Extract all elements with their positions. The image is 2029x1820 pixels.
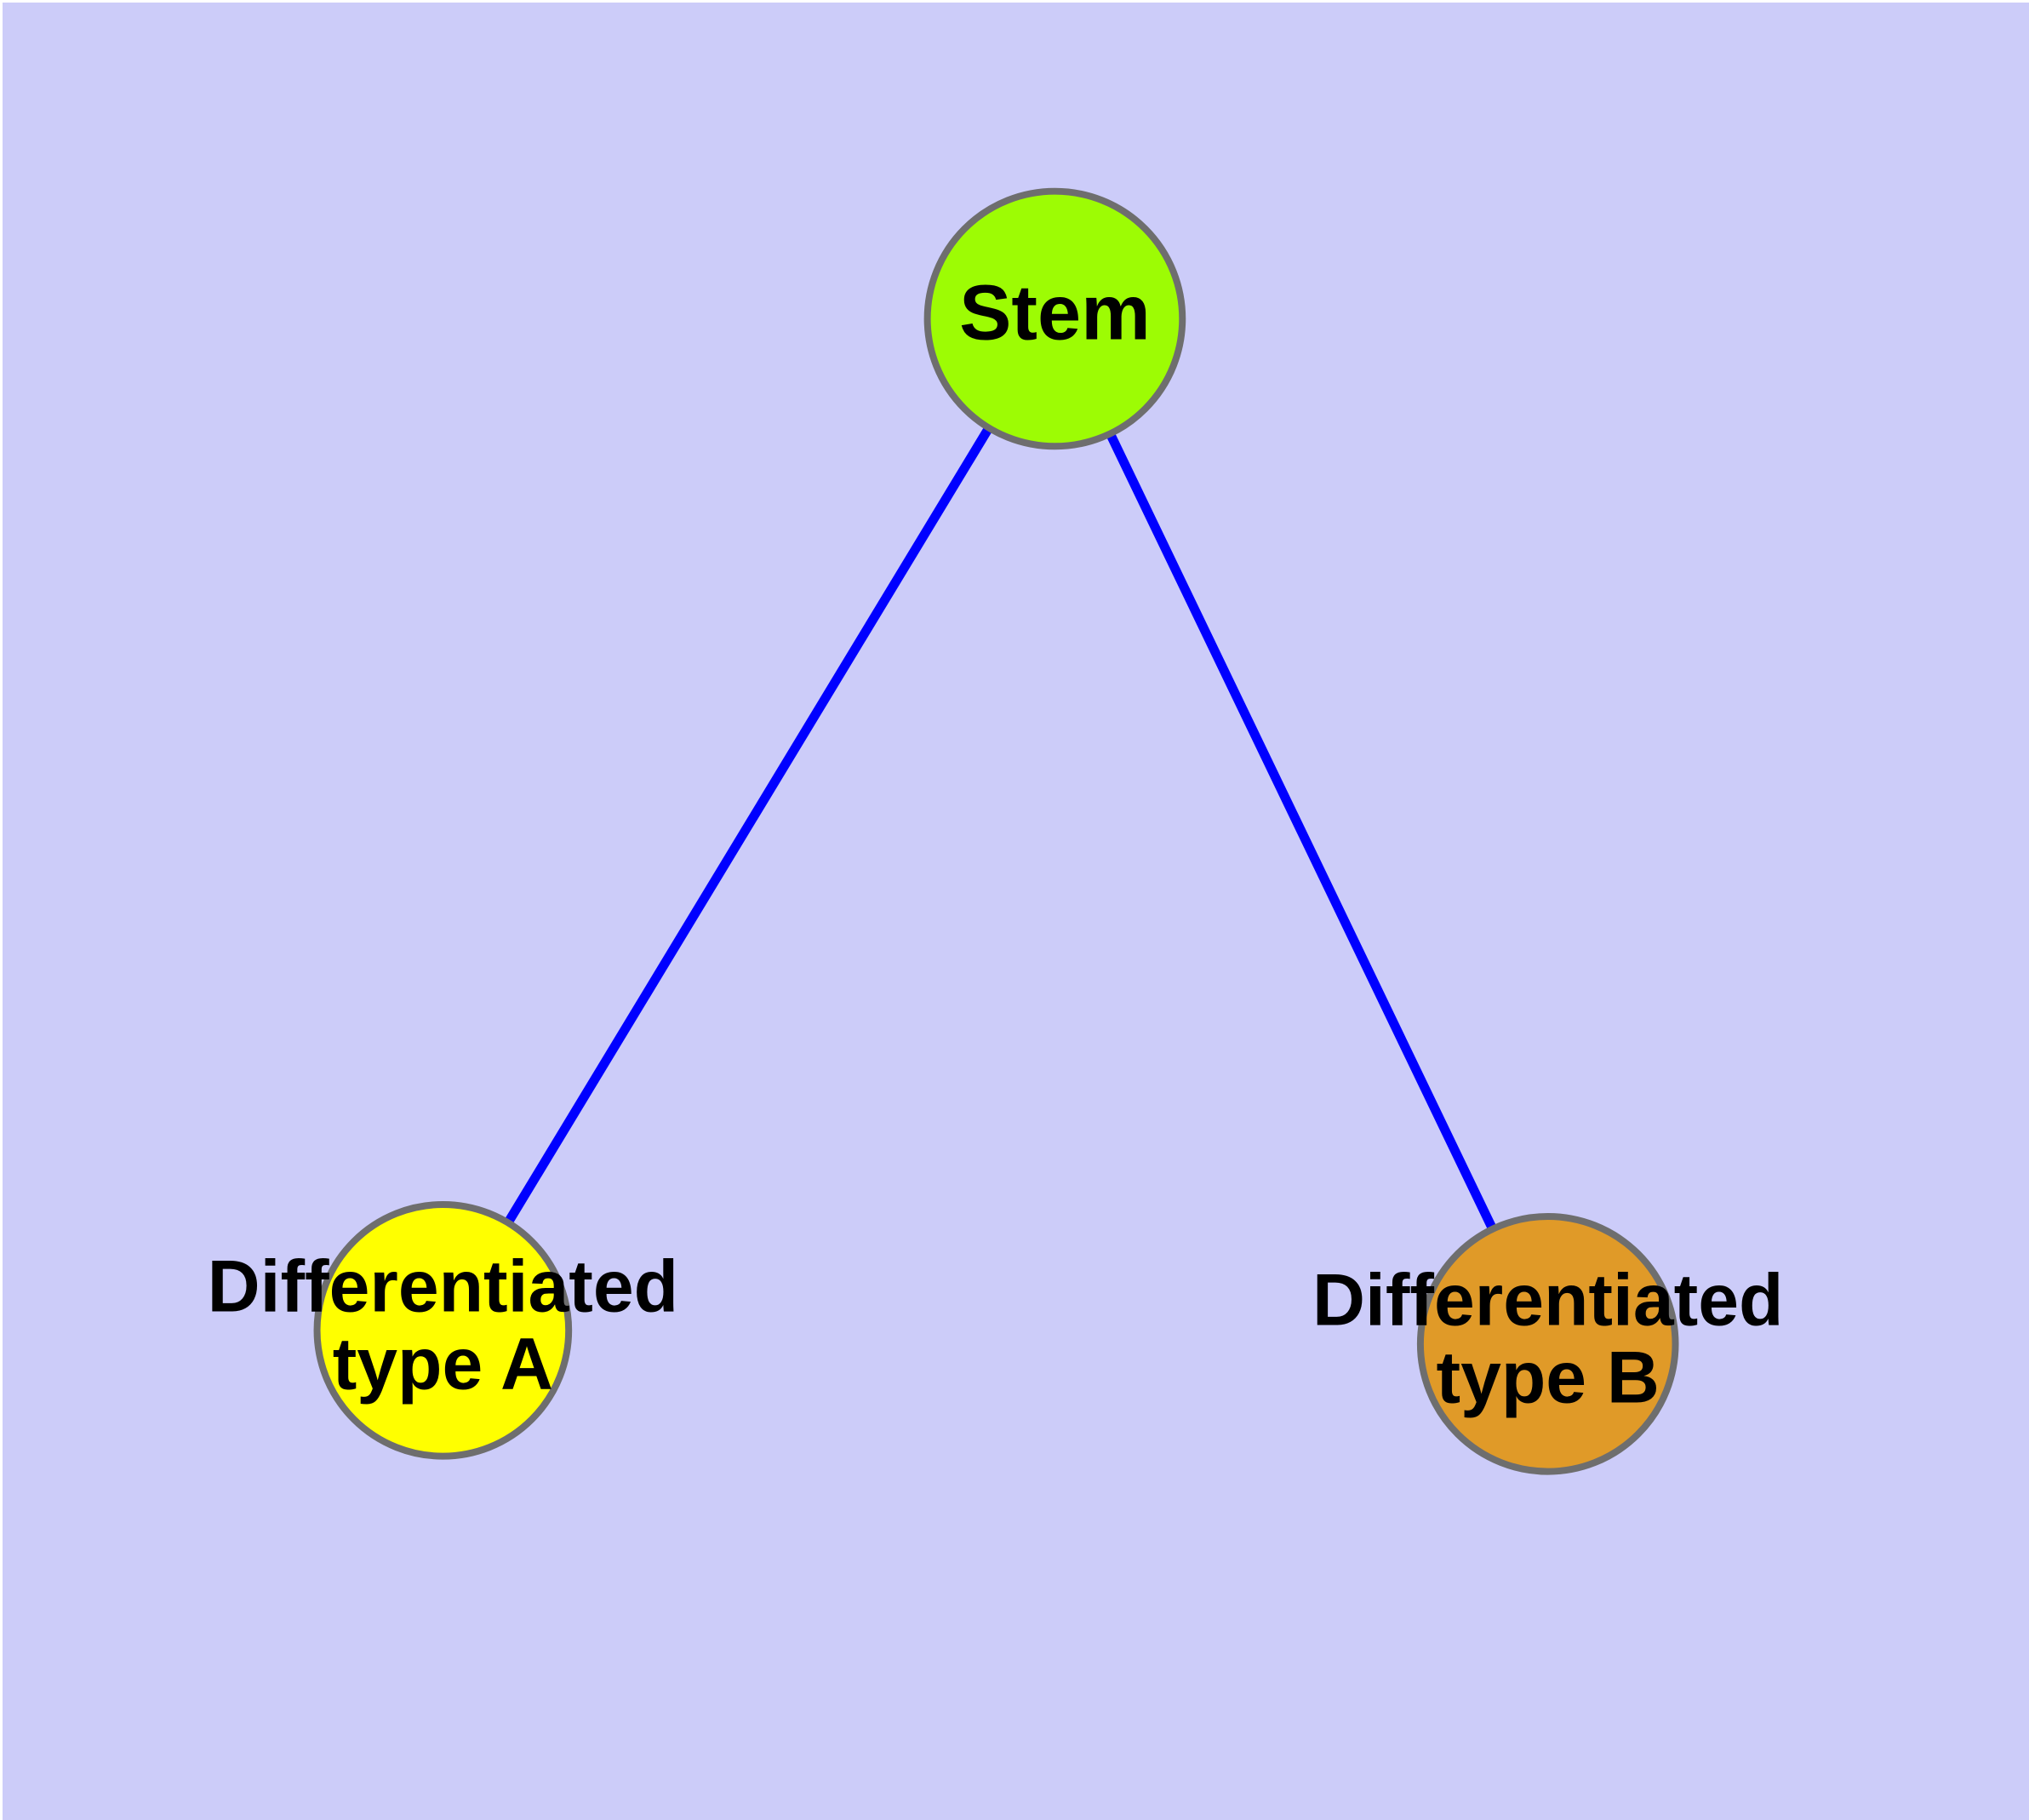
graph-node-stem[interactable]: Stem — [923, 187, 1186, 450]
node-label-line: Stem — [959, 270, 1151, 357]
edges-layer — [502, 422, 1499, 1234]
node-label-line: type A — [333, 1323, 553, 1405]
graph-edge-stem-to-b[interactable] — [1104, 428, 1499, 1234]
node-label-line: Differentiated — [208, 1245, 679, 1327]
node-label-line: type B — [1436, 1336, 1659, 1418]
node-label-line: Differentiated — [1312, 1259, 1784, 1341]
node-circle-diff_b[interactable] — [1416, 1213, 1679, 1475]
node-circle-stem[interactable] — [923, 187, 1186, 450]
graph-edge-stem-to-a[interactable] — [502, 422, 995, 1228]
node-circle-diff_a[interactable] — [313, 1201, 573, 1460]
node-label-stem: Stem — [959, 270, 1151, 357]
